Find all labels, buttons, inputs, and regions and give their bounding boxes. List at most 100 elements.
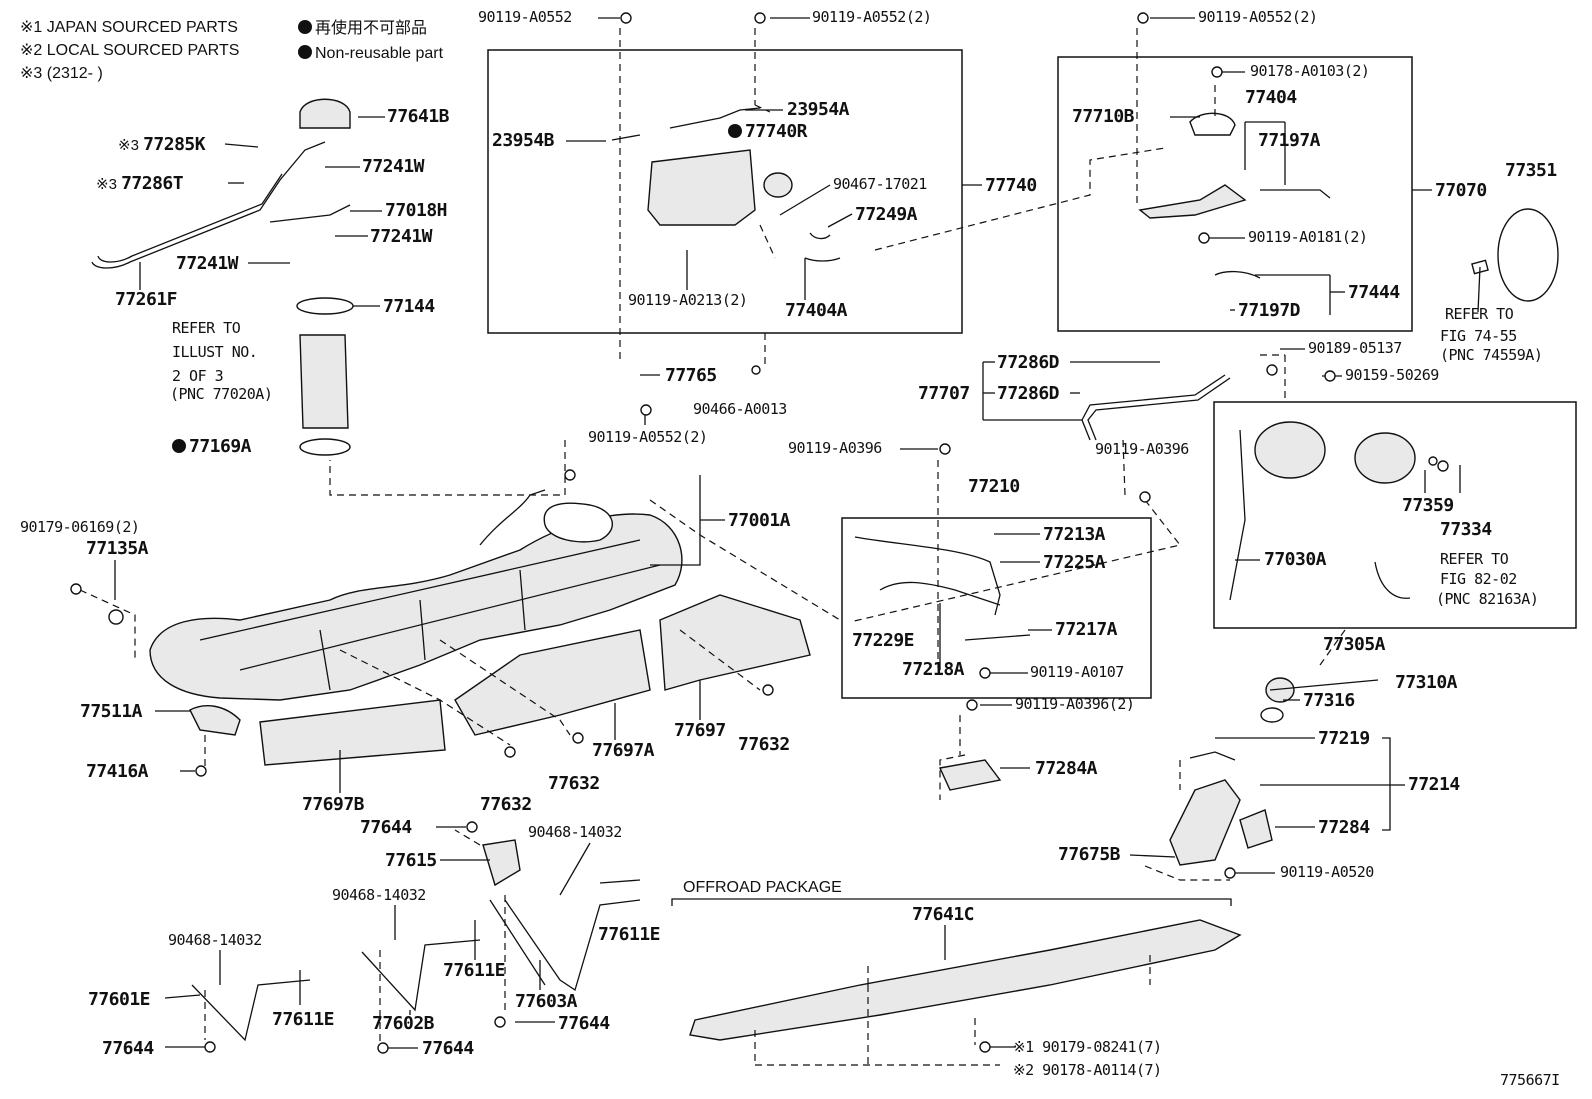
pump-cover-77641B (299, 98, 351, 129)
label-77602B: 77602B (372, 1013, 435, 1034)
label-77135A: 77135A (86, 538, 149, 559)
label-77644-left: 77644 (102, 1038, 154, 1059)
legend-local-sourced: ※2 LOCAL SOURCED PARTS (20, 42, 240, 59)
label-77359: 77359 (1402, 495, 1454, 516)
label-90119-A0552-top: 90119-A0552 (478, 8, 572, 26)
label-77416A: 77416A (86, 761, 149, 782)
label-77169A: 77169A (172, 436, 252, 457)
label-90468-14032-mid: 90468-14032 (332, 886, 426, 904)
label-77197A: 77197A (1258, 130, 1321, 151)
label-77241W-mid: 77241W (370, 226, 433, 247)
label-77603A: 77603A (515, 991, 578, 1012)
dashed-leaders (79, 28, 1346, 1066)
lid-opener-wire (1374, 561, 1411, 599)
lid-cable (1229, 429, 1246, 601)
canister-group-box (487, 49, 963, 334)
label-77286D-top: 77286D (997, 352, 1060, 373)
label-90119-A0396-right: 90119-A0396 (1095, 440, 1189, 458)
strap-77601E (191, 979, 311, 1042)
note3-mark: ※3 (96, 176, 122, 193)
label-77249A: 77249A (855, 204, 918, 225)
label-77241W-left: 77241W (176, 253, 239, 274)
label-23954A: 23954A (787, 99, 850, 120)
retainer-ring-77144 (296, 297, 354, 315)
protector-77697A (454, 629, 651, 736)
label-77351: 77351 (1505, 160, 1557, 181)
label-77018H: 77018H (385, 200, 448, 221)
label-77210: 77210 (968, 476, 1020, 497)
legend-nonreusable-en: Non-reusable part (298, 45, 443, 62)
label-77710B: 77710B (1072, 106, 1135, 127)
label-77697B: 77697B (302, 794, 365, 815)
offroad-bracket (671, 898, 1232, 906)
bracket-group-box (1057, 56, 1413, 332)
label-90467-17021: 90467-17021 (833, 175, 927, 193)
nonreusable-en-text: Non-reusable part (315, 45, 444, 62)
pipe-77225A (854, 536, 1001, 616)
label-77169A-text: 77169A (189, 436, 252, 457)
gasket-77351 (1497, 208, 1559, 302)
fuel-lid-group-box (1213, 401, 1577, 629)
label-90119-A0520: 90119-A0520 (1280, 863, 1374, 881)
label-77316: 77316 (1303, 690, 1355, 711)
tube-upper (269, 204, 351, 223)
hose-77249A (809, 232, 831, 240)
grommet-77316 (1260, 707, 1284, 723)
label-77284A: 77284A (1035, 758, 1098, 779)
canister-77740 (647, 149, 756, 226)
label-77601E: 77601E (88, 989, 151, 1010)
tube-77261F (91, 141, 326, 269)
label-77144: 77144 (383, 296, 435, 317)
bracket-23954B (611, 134, 641, 141)
label-77218A: 77218A (902, 659, 965, 680)
label-90179-08241: ※1 90179-08241(7) (1013, 1038, 1162, 1056)
tube-77261F-inner (97, 173, 283, 263)
label-77615: 77615 (385, 850, 437, 871)
label-77285K: ※3 77285K (118, 134, 206, 155)
label-77675B: 77675B (1058, 844, 1121, 865)
label-90159-50269: 90159-50269 (1345, 366, 1439, 384)
label-77707: 77707 (918, 383, 970, 404)
bracket-23954A (669, 107, 761, 129)
note3-mark: ※3 (118, 137, 144, 154)
label-77285K-text: 77285K (143, 134, 206, 155)
label-90468-14032-left: 90468-14032 (168, 931, 262, 949)
label-90119-A0552-2-mid: 90119-A0552(2) (588, 428, 708, 446)
label-77305A: 77305A (1323, 634, 1386, 655)
label-77310A: 77310A (1395, 672, 1458, 693)
label-77632-mid: 77632 (548, 773, 600, 794)
label-77070: 77070 (1435, 180, 1487, 201)
label-77765: 77765 (665, 365, 717, 386)
label-77286D-bottom: 77286D (997, 383, 1060, 404)
protector-77697 (659, 594, 811, 691)
label-77030A: 77030A (1264, 549, 1327, 570)
label-90468-14032-right: 90468-14032 (528, 823, 622, 841)
nonreusable-jp-text: 再使用不可部品 (315, 20, 428, 37)
label-77644-mid: 77644 (422, 1038, 474, 1059)
label-90119-A0107: 90119-A0107 (1030, 663, 1124, 681)
refer-pump-line2: ILLUST NO. (172, 343, 258, 361)
label-77641B: 77641B (387, 106, 450, 127)
label-77286T-text: 77286T (121, 173, 184, 194)
label-77334: 77334 (1440, 519, 1492, 540)
label-77697A: 77697A (592, 740, 655, 761)
bracket-77511A (189, 704, 241, 736)
figure-id: 775667I (1500, 1071, 1560, 1089)
cap-77310A (1265, 677, 1295, 703)
label-77697: 77697 (674, 720, 726, 741)
refer-lid-line2: FIG 82-02 (1440, 570, 1517, 588)
label-77001A: 77001A (728, 510, 791, 531)
strap-77603A (504, 899, 641, 992)
label-77740R-text: 77740R (745, 121, 808, 142)
label-77219: 77219 (1318, 728, 1370, 749)
label-offroad-package: OFFROAD PACKAGE (683, 879, 842, 896)
refer-gasket-line2: FIG 74-55 (1440, 327, 1517, 345)
nonreusable-dot-icon (728, 124, 742, 138)
label-90178-A0103: 90178-A0103(2) (1250, 62, 1370, 80)
legend-nonreusable-jp: 再使用不可部品 (298, 20, 427, 37)
leader-lines (114, 17, 1481, 1049)
filler-bracket-77284 (1239, 809, 1273, 849)
label-77632-right: 77632 (738, 734, 790, 755)
refer-gasket-line3: (PNC 74559A) (1440, 346, 1543, 364)
